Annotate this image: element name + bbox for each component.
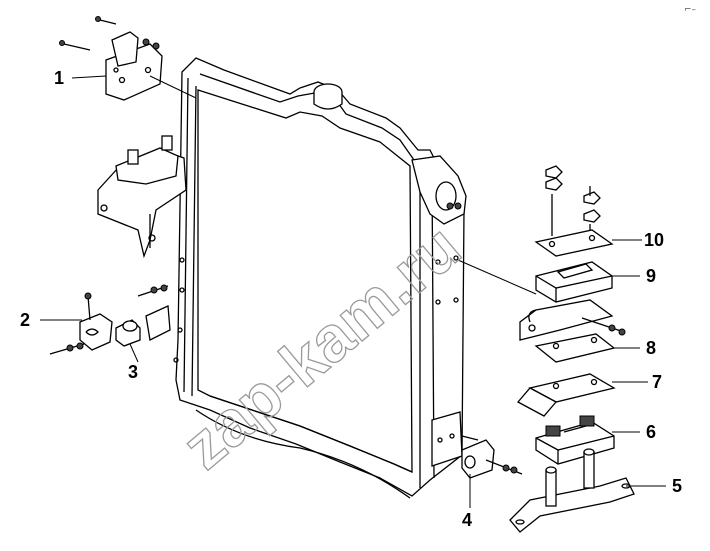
callouts: 1 2 3 4 5 6 7 8 9 10 (20, 68, 682, 530)
callout-4: 4 (462, 510, 472, 530)
left-mount-bracket (97, 135, 187, 259)
callout-5: 5 (672, 476, 682, 496)
upper-left-bracket (59, 16, 197, 101)
callout-7: 7 (652, 372, 662, 392)
radiator-assembly (173, 57, 467, 499)
callout-9: 9 (646, 266, 656, 286)
callout-1: 1 (54, 68, 64, 88)
callout-3: 3 (128, 362, 138, 382)
corner-mark: ⌐– (684, 5, 697, 15)
lower-left-mount (49, 284, 171, 355)
callout-10: 10 (644, 230, 664, 250)
callout-6: 6 (646, 422, 656, 442)
right-mount-stack (457, 165, 635, 533)
callout-2: 2 (20, 310, 30, 330)
callout-8: 8 (646, 338, 656, 358)
leader-lines (40, 75, 666, 508)
bottom-center-bracket (461, 435, 523, 479)
